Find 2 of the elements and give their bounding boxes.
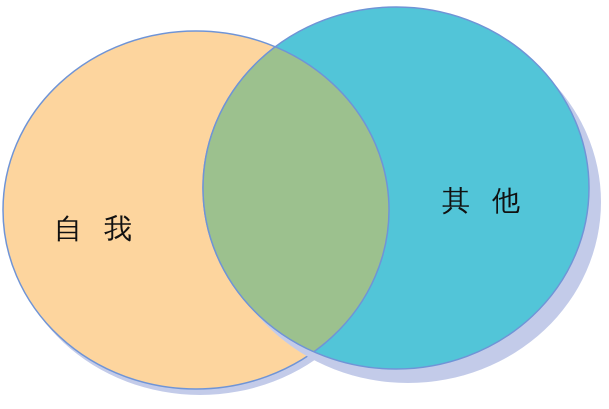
set-label: 其他 [442,183,542,219]
set-label: 自我 [54,211,154,247]
